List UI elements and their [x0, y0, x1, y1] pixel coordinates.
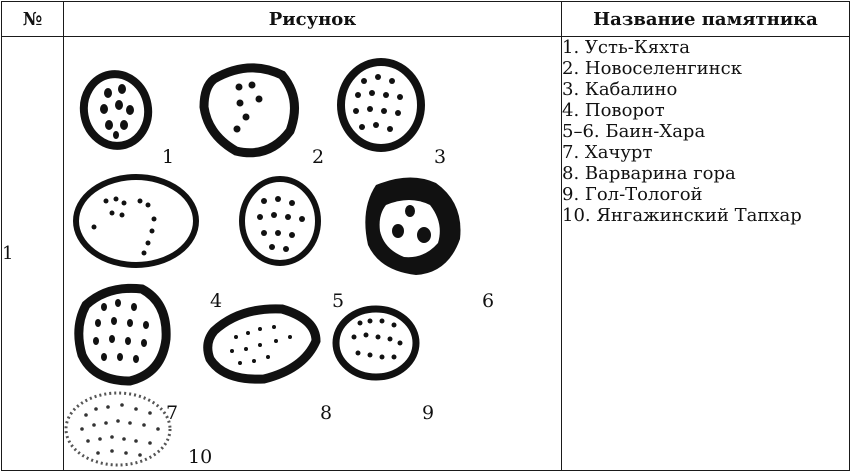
figure-label-5: 5	[332, 290, 344, 312]
header-row: № Рисунок Название памятника	[1, 1, 850, 37]
figure-label-9: 9	[422, 402, 434, 424]
stone-drawing-10	[64, 391, 172, 467]
figure-label-1: 1	[162, 146, 174, 168]
monument-name-3: 3. Кабалино	[562, 79, 678, 100]
figure-label-3: 3	[434, 146, 446, 168]
monument-name-2: 2. Новоселенгинск	[562, 58, 742, 79]
figure-label-6: 6	[482, 290, 494, 312]
monument-name-10: 10. Янгажинский Тапхар	[562, 205, 802, 226]
figure-label-4: 4	[210, 290, 222, 312]
table-row: 1 1	[1, 36, 850, 471]
figure-label-8: 8	[320, 402, 332, 424]
header-monument-name: Название памятника	[561, 1, 850, 37]
stone-drawing-7	[74, 283, 171, 386]
figure-cell: 1 2	[63, 36, 562, 471]
monument-name-9: 9. Гол-Тологой	[562, 184, 703, 205]
stone-drawing-2	[199, 63, 299, 158]
figure-label-7: 7	[166, 402, 178, 424]
row-number: 1	[1, 36, 64, 471]
figure-label-2: 2	[312, 146, 324, 168]
stone-drawings: 1 2	[64, 58, 494, 468]
monument-name-4: 4. Поворот	[562, 100, 665, 121]
stone-drawing-8	[203, 304, 321, 384]
header-number: №	[1, 1, 64, 37]
stone-drawing-5	[239, 176, 321, 266]
monument-name-7: 7. Хачурт	[562, 142, 653, 163]
monument-name-5-6: 5–6. Баин-Хара	[562, 121, 706, 142]
header-figure: Рисунок	[63, 1, 562, 37]
monument-names-cell: 1. Усть-Кяхта 2. Новоселенгинск 3. Кабал…	[561, 36, 850, 471]
stone-drawing-4	[73, 174, 199, 268]
stone-drawing-9	[332, 305, 420, 381]
monument-name-1: 1. Усть-Кяхта	[562, 37, 690, 58]
stone-drawing-6	[365, 177, 461, 275]
figure-label-10: 10	[188, 446, 212, 468]
stone-drawing-3	[337, 58, 425, 152]
monument-name-8: 8. Варварина гора	[562, 163, 736, 184]
stone-drawing-1	[79, 70, 153, 150]
